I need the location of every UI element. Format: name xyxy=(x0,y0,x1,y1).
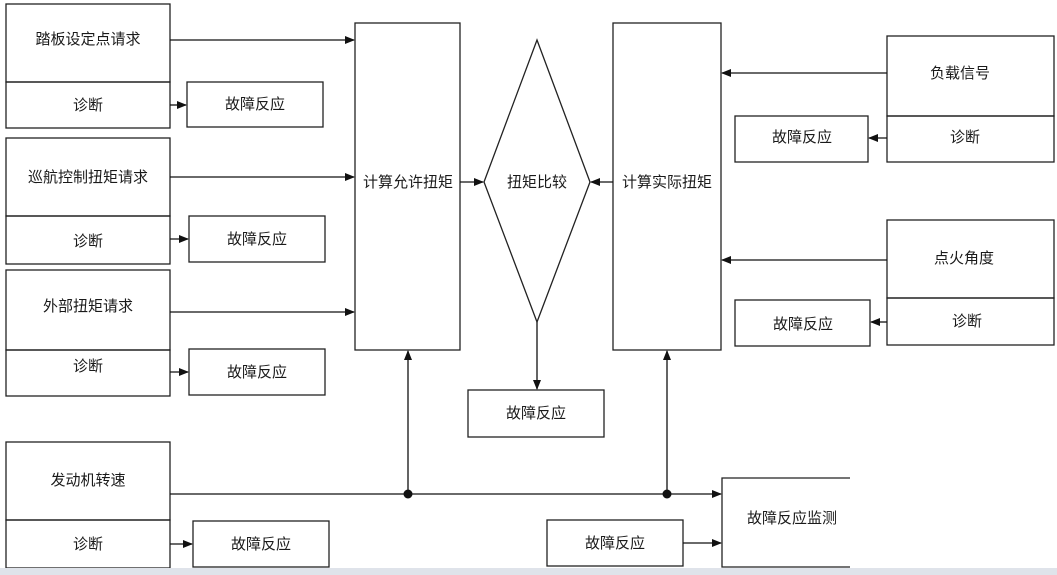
external-diagnosis-box xyxy=(5,349,171,397)
monitor-fault-label: 故障反应 xyxy=(585,534,645,552)
pedal-request-label: 踏板设定点请求 xyxy=(35,30,140,48)
external-request-label: 外部扭矩请求 xyxy=(43,297,133,315)
monitor-label: 故障反应监测 xyxy=(747,509,837,527)
bottom-strip xyxy=(0,568,1057,575)
monitor-box xyxy=(721,477,850,568)
engine-fault-box xyxy=(192,520,330,568)
pedal-diagnosis-label: 诊断 xyxy=(73,96,103,114)
external-fault-box xyxy=(188,348,326,396)
ignition-fault-label: 故障反应 xyxy=(773,315,833,333)
cruise-fault-box xyxy=(188,215,326,263)
load-diagnosis-box xyxy=(886,115,1055,163)
cruise-request-label: 巡航控制扭矩请求 xyxy=(28,168,148,186)
pedal-fault-label: 故障反应 xyxy=(225,95,285,113)
cruise-diagnosis-label: 诊断 xyxy=(73,232,103,250)
engine-speed-label: 发动机转速 xyxy=(50,471,125,489)
allowed-torque-label: 计算允许扭矩 xyxy=(363,173,453,191)
compare-fault-box xyxy=(467,389,605,438)
load-signal-label: 负载信号 xyxy=(930,64,990,82)
cruise-fault-label: 故障反应 xyxy=(227,230,287,248)
ignition-diagnosis-label: 诊断 xyxy=(952,312,982,330)
actual-torque-label: 计算实际扭矩 xyxy=(622,173,712,191)
engine-fault-label: 故障反应 xyxy=(231,535,291,553)
external-fault-label: 故障反应 xyxy=(227,363,287,381)
cruise-diagnosis-box xyxy=(5,215,171,265)
external-diagnosis-label: 诊断 xyxy=(73,357,103,375)
load-fault-label: 故障反应 xyxy=(772,128,832,146)
bus-junction-dot xyxy=(662,489,672,499)
torque-compare-label: 扭矩比较 xyxy=(507,173,567,191)
load-diagnosis-label: 诊断 xyxy=(950,128,980,146)
engine-diagnosis-label: 诊断 xyxy=(73,535,103,553)
bus-junction-dot xyxy=(403,489,413,499)
compare-fault-label: 故障反应 xyxy=(506,404,566,422)
ignition-angle-label: 点火角度 xyxy=(934,249,994,267)
pedal-fault-box xyxy=(186,81,324,128)
